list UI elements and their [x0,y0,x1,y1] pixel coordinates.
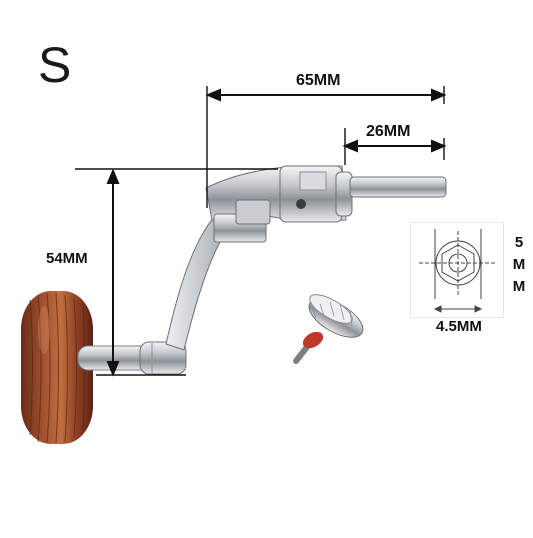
dimension-label-4-5mm: 4.5MM [436,318,482,335]
dimension-label-65mm: 65MM [296,72,341,89]
size-letter: S [38,37,72,93]
dimension-label-54mm: 54MM [46,250,88,267]
dimension-char: M [512,278,526,295]
output-shaft [349,176,447,198]
handle-head [205,165,353,243]
thumb-screw [293,294,364,364]
dimension-lines [75,86,447,377]
wood-knob [21,291,93,444]
dimension-label-5mm: 5 M M [512,232,526,298]
knob-shaft [77,341,187,375]
dimension-label-26mm: 26MM [366,123,411,140]
dimension-char: 5 [514,234,524,251]
dimension-char: M [512,256,526,273]
hex-bolt-diagram [419,229,497,313]
bolt-inset [410,222,504,318]
